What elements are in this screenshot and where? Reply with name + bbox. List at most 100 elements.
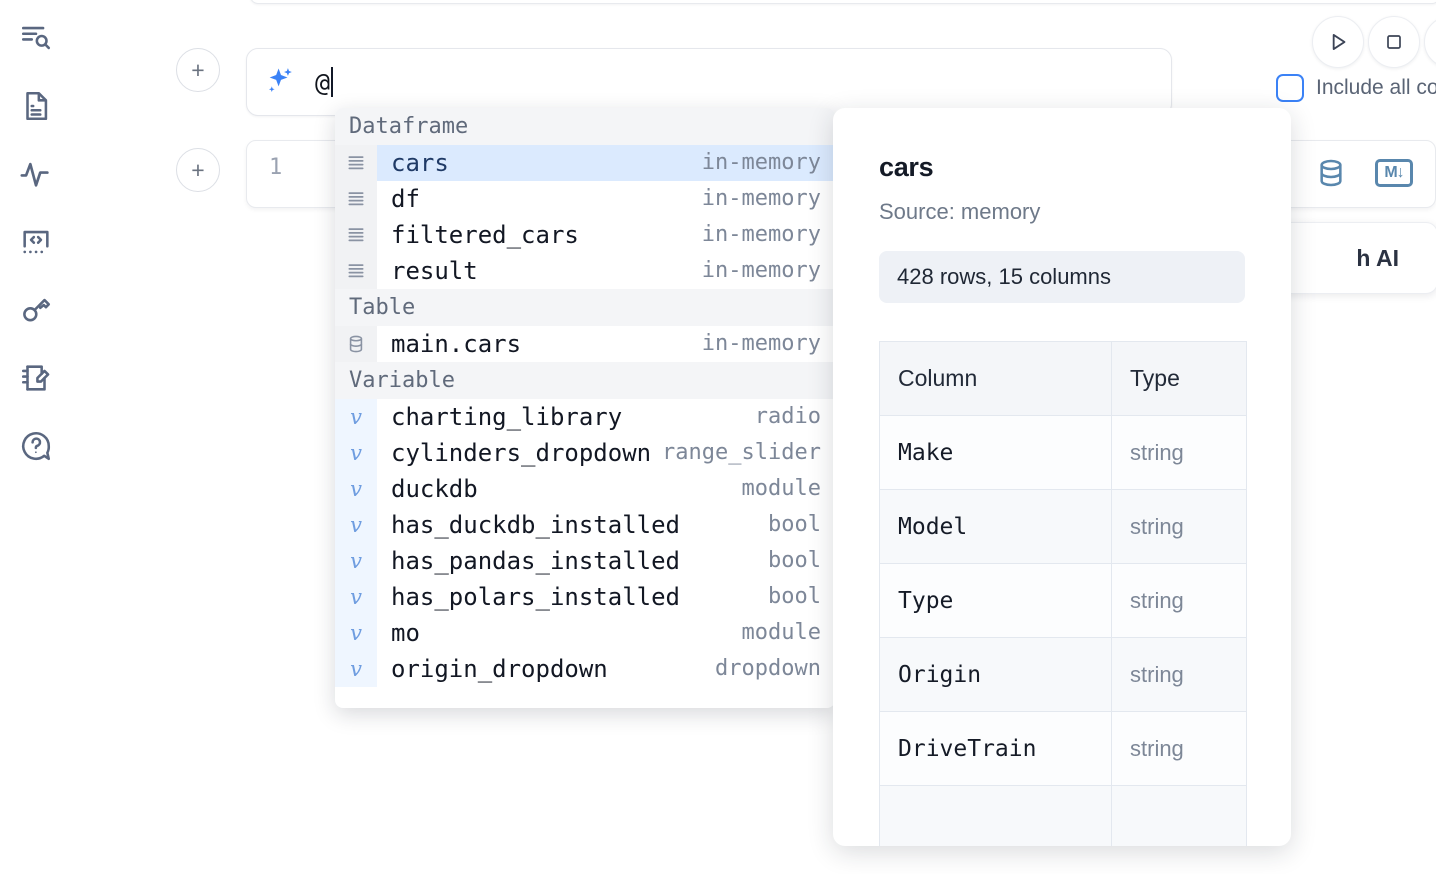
autocomplete-item-type: bool <box>768 512 821 537</box>
dataframe-rows-icon <box>335 217 377 253</box>
autocomplete-item-type: in-memory <box>701 186 821 211</box>
sidebar-rail <box>0 0 72 874</box>
schema-column-type: string <box>1111 711 1247 786</box>
table-header-row: Column Type <box>879 341 1247 416</box>
autocomplete-item[interactable]: v has_polars_installed bool <box>335 579 835 615</box>
add-cell-button-top[interactable]: + <box>176 48 220 92</box>
autocomplete-item-name: mo <box>391 619 420 647</box>
detail-title: cars <box>879 152 934 182</box>
schema-column-name: Model <box>879 489 1112 564</box>
more-options-button[interactable] <box>1424 16 1436 68</box>
variable-icon: v <box>335 507 377 543</box>
autocomplete-item-name: filtered_cars <box>391 221 579 249</box>
autocomplete-item[interactable]: v has_duckdb_installed bool <box>335 507 835 543</box>
variable-icon: v <box>335 579 377 615</box>
line-number: 1 <box>269 155 283 180</box>
stop-button[interactable] <box>1368 16 1420 68</box>
autocomplete-item[interactable]: v origin_dropdown dropdown <box>335 651 835 687</box>
schema-column-type-partial <box>1111 785 1247 846</box>
variable-icon: v <box>335 435 377 471</box>
autocomplete-item-name: cylinders_dropdown <box>391 439 652 467</box>
ai-prompt-input[interactable]: @ <box>315 67 334 97</box>
autocomplete-item-name: result <box>391 257 478 285</box>
text-caret <box>331 67 334 97</box>
variable-icon: v <box>335 471 377 507</box>
search-outline-icon[interactable] <box>16 18 56 58</box>
autocomplete-item-name: has_duckdb_installed <box>391 511 680 539</box>
help-chat-icon[interactable] <box>16 426 56 466</box>
sparkle-ai-icon <box>263 65 297 99</box>
include-all-code-label: Include all code <box>1316 76 1436 99</box>
document-icon[interactable] <box>16 86 56 126</box>
autocomplete-item-name: df <box>391 185 420 213</box>
run-button[interactable] <box>1312 16 1364 68</box>
variable-icon: v <box>335 543 377 579</box>
autocomplete-item[interactable]: df in-memory <box>335 181 835 217</box>
autocomplete-item-type: in-memory <box>701 331 821 356</box>
autocomplete-item[interactable]: filtered_cars in-memory <box>335 217 835 253</box>
autocomplete-item-type: radio <box>754 404 821 429</box>
markdown-icon[interactable]: M↓ <box>1375 159 1413 187</box>
include-all-code-checkbox[interactable] <box>1276 74 1304 102</box>
autocomplete-item-name: duckdb <box>391 475 478 503</box>
dataframe-rows-icon <box>335 145 377 181</box>
code-snippet-icon[interactable] <box>16 222 56 262</box>
column-header-type: Type <box>1111 341 1247 416</box>
autocomplete-item[interactable]: result in-memory <box>335 253 835 289</box>
notebook-edit-icon[interactable] <box>16 358 56 398</box>
autocomplete-item-name: main.cars <box>391 330 522 358</box>
include-all-code-row[interactable]: Include all code <box>1276 74 1436 102</box>
database-icon <box>335 326 377 362</box>
ai-prompt-value: @ <box>315 67 331 97</box>
autocomplete-group-header: Variable <box>335 362 835 399</box>
autocomplete-item-type: module <box>741 620 821 645</box>
table-row-partial <box>879 785 1247 846</box>
key-icon[interactable] <box>16 290 56 330</box>
ai-prompt-bar[interactable]: @ <box>246 48 1172 116</box>
schema-column-name: Make <box>879 415 1112 490</box>
activity-icon[interactable] <box>16 154 56 194</box>
autocomplete-item-name: has_polars_installed <box>391 583 680 611</box>
autocomplete-item-type: dropdown <box>715 656 821 681</box>
autocomplete-item-type: module <box>741 476 821 501</box>
column-header-column: Column <box>879 341 1112 416</box>
autocomplete-item-type: in-memory <box>701 222 821 247</box>
cell-icon-group: M↓ <box>1315 157 1413 189</box>
add-cell-button-bottom[interactable]: + <box>176 148 220 192</box>
detail-shape-badge: 428 rows, 15 columns <box>879 251 1245 303</box>
variable-icon: v <box>335 615 377 651</box>
autocomplete-item-type: in-memory <box>701 145 835 181</box>
autocomplete-group-header: Dataframe <box>335 108 835 145</box>
schema-column-type: string <box>1111 489 1247 564</box>
schema-column-name-partial <box>879 785 1112 846</box>
schema-column-type: string <box>1111 415 1247 490</box>
autocomplete-item-name: has_pandas_installed <box>391 547 680 575</box>
autocomplete-item[interactable]: main.cars in-memory <box>335 326 835 362</box>
autocomplete-item[interactable]: v cylinders_dropdown range_slider <box>335 435 835 471</box>
autocomplete-item-type: in-memory <box>701 258 821 283</box>
cell-above-partial <box>250 0 1436 4</box>
dataframe-rows-icon <box>335 181 377 217</box>
database-icon[interactable] <box>1315 157 1347 189</box>
autocomplete-item-type: range_slider <box>662 440 821 465</box>
schema-column-type: string <box>1111 637 1247 712</box>
schema-column-name: DriveTrain <box>879 711 1112 786</box>
schema-column-type: string <box>1111 563 1247 638</box>
variable-icon: v <box>335 651 377 687</box>
autocomplete-item-type: bool <box>768 584 821 609</box>
schema-column-name: Origin <box>879 637 1112 712</box>
schema-column-name: Type <box>879 563 1112 638</box>
autocomplete-item-name: origin_dropdown <box>391 655 608 683</box>
